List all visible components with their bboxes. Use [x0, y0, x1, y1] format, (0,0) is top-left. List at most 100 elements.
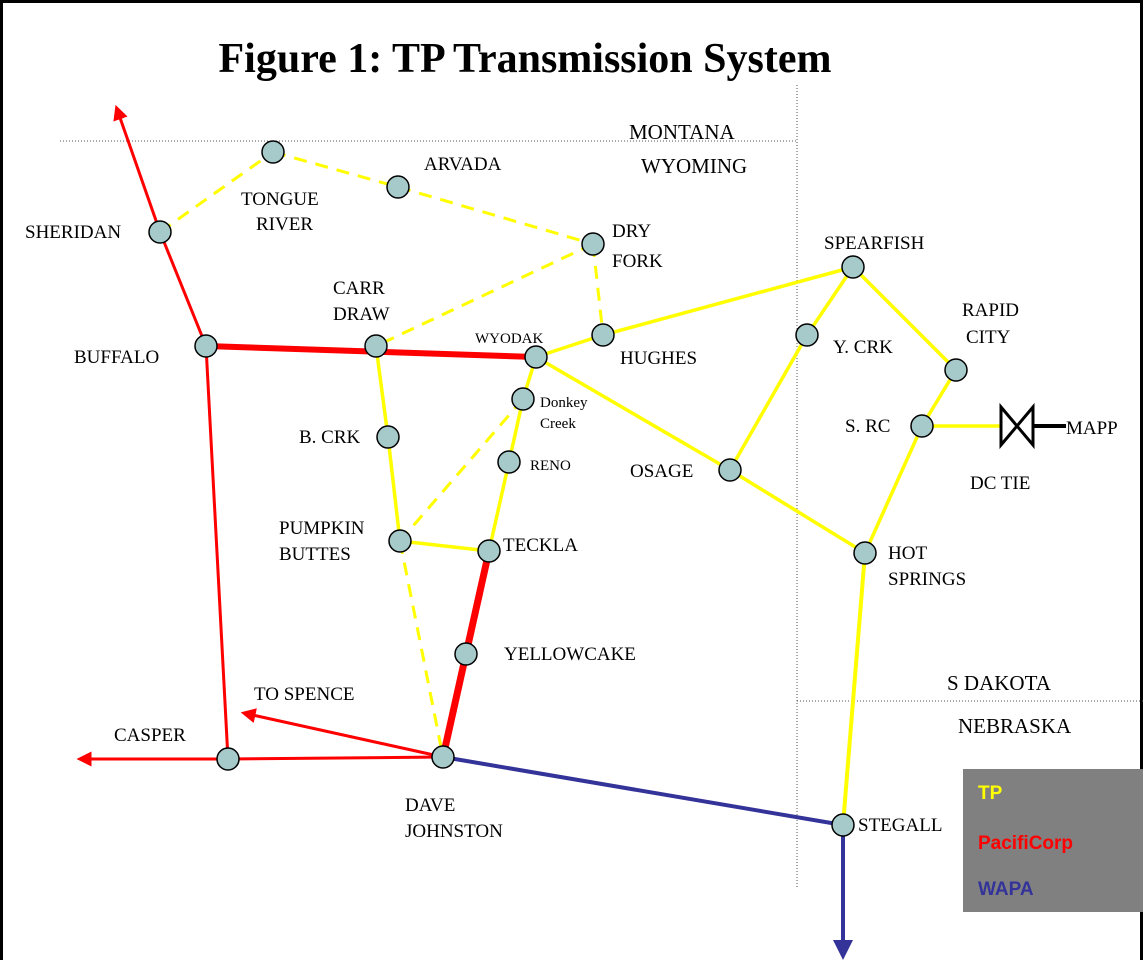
line-dryfork-hughes [591, 243, 605, 336]
line-sheridan-north [113, 104, 162, 233]
label-donkey-creek-1: Donkey [540, 395, 588, 411]
node-arvada [386, 175, 410, 199]
line-osage-ycrk [728, 334, 809, 471]
wapa-lines [442, 755, 853, 960]
line-sheridan-tongue [159, 150, 274, 234]
node-y-crk [795, 323, 819, 347]
line-wyodak-osage [535, 355, 731, 472]
line-to-spence [240, 708, 444, 759]
label-buffalo: BUFFALO [74, 347, 159, 368]
label-s-rc: S. RC [845, 416, 890, 437]
line-casper-davejohnston [227, 755, 444, 761]
label-sheridan: SHERIDAN [25, 222, 121, 243]
node-yellowcake [454, 642, 478, 666]
label-yellowcake: YELLOWCAKE [504, 644, 636, 665]
line-osage-hotsprings [729, 468, 866, 555]
label-wyodak: WYODAK [475, 331, 543, 347]
state-label-wyoming: WYOMING [641, 154, 747, 178]
line-teckla-reno [487, 461, 511, 552]
line-hotsprings-stegall [841, 552, 867, 826]
line-hughes-spearfish [602, 265, 854, 337]
legend-wapa: WAPA [978, 879, 1034, 900]
label-b-crk: B. CRK [299, 427, 361, 448]
label-to-spence: TO SPENCE [254, 684, 354, 705]
line-donkey-pumpkin [398, 398, 525, 542]
label-arvada: ARVADA [424, 154, 502, 175]
line-spearfish-rapidcity [851, 265, 958, 372]
node-osage [718, 458, 742, 482]
label-mapp: MAPP [1066, 418, 1118, 439]
line-carrdraw-bcrk [374, 345, 390, 438]
label-pumpkin-buttes-1: PUMPKIN [279, 518, 365, 539]
line-pumpkin-davejohnston [398, 540, 445, 758]
dc-tie-icon [999, 402, 1035, 450]
node-stegall [831, 813, 855, 837]
line-ycrk-spearfish [805, 266, 855, 336]
node-donkey-creek [511, 387, 535, 411]
label-spearfish: SPEARFISH [824, 233, 925, 254]
state-label-montana: MONTANA [629, 120, 735, 144]
node-casper [216, 747, 240, 771]
label-hot-springs-1: HOT [888, 543, 927, 564]
node-rapid-city [944, 358, 968, 382]
line-pumpkin-teckla [399, 539, 490, 553]
label-osage: OSAGE [630, 461, 693, 482]
label-rapid-city-2: CITY [966, 327, 1011, 348]
tp-dashed-lines [159, 150, 605, 758]
label-tongue-river-2: RIVER [256, 214, 313, 235]
node-teckla [477, 539, 501, 563]
label-reno: RENO [530, 458, 571, 474]
line-wyodak-hughes [535, 333, 604, 359]
label-teckla: TECKLA [503, 535, 578, 556]
node-hot-springs [853, 541, 877, 565]
label-tongue-river-1: TONGUE [241, 189, 319, 210]
label-dave-johnston-2: JOHNSTON [405, 821, 503, 842]
line-src-hotsprings [863, 425, 924, 554]
node-buffalo [194, 334, 218, 358]
node-tongue-river [261, 140, 285, 164]
label-dave-johnston-1: DAVE [405, 795, 455, 816]
legend-pacificorp: PacifiCorp [978, 833, 1073, 854]
label-stegall: STEGALL [858, 815, 942, 836]
node-dave-johnston [431, 745, 455, 769]
line-arvada-dryfork [397, 185, 594, 246]
node-dry-fork [581, 232, 605, 256]
node-hughes [591, 323, 615, 347]
node-b-crk [376, 425, 400, 449]
label-rapid-city-1: RAPID [962, 300, 1019, 321]
substation-nodes [148, 140, 968, 837]
label-carr-draw-1: CARR [333, 278, 385, 299]
label-dry-fork-1: DRY [612, 221, 651, 242]
line-dryfork-carrdraw [375, 242, 594, 348]
line-davejohnston-stegall [442, 755, 844, 827]
line-bcrk-pumpkin [386, 436, 402, 542]
label-dc-tie: DC TIE [970, 473, 1030, 494]
label-dry-fork-2: FORK [612, 251, 663, 272]
node-s-rc [910, 414, 934, 438]
legend-tp: TP [978, 783, 1003, 804]
label-hot-springs-2: SPRINGS [888, 569, 966, 590]
label-carr-draw-2: DRAW [333, 304, 390, 325]
label-casper: CASPER [114, 725, 186, 746]
state-label-nebraska: NEBRASKA [958, 714, 1072, 738]
legend-box [963, 769, 1143, 912]
tp-solid-lines [374, 265, 1001, 826]
line-tongue-arvada [272, 150, 399, 189]
state-label-s-dakota: S DAKOTA [947, 671, 1052, 695]
dc-tie-symbol [999, 402, 1066, 450]
figure-title: Figure 1: TP Transmission System [219, 36, 832, 82]
label-y-crk: Y. CRK [833, 337, 893, 358]
label-pumpkin-buttes-2: BUTTES [279, 544, 351, 565]
label-donkey-creek-2: Creek [540, 416, 576, 432]
node-spearfish [841, 255, 865, 279]
label-hughes: HUGHES [620, 348, 697, 369]
node-wyodak [524, 345, 548, 369]
line-buffalo-casper [204, 345, 230, 760]
node-reno [497, 450, 521, 474]
node-carr-draw [364, 334, 388, 358]
legend: TP PacifiCorp WAPA [963, 769, 1143, 912]
node-sheridan [148, 220, 172, 244]
line-buffalo-sheridan [158, 231, 208, 347]
